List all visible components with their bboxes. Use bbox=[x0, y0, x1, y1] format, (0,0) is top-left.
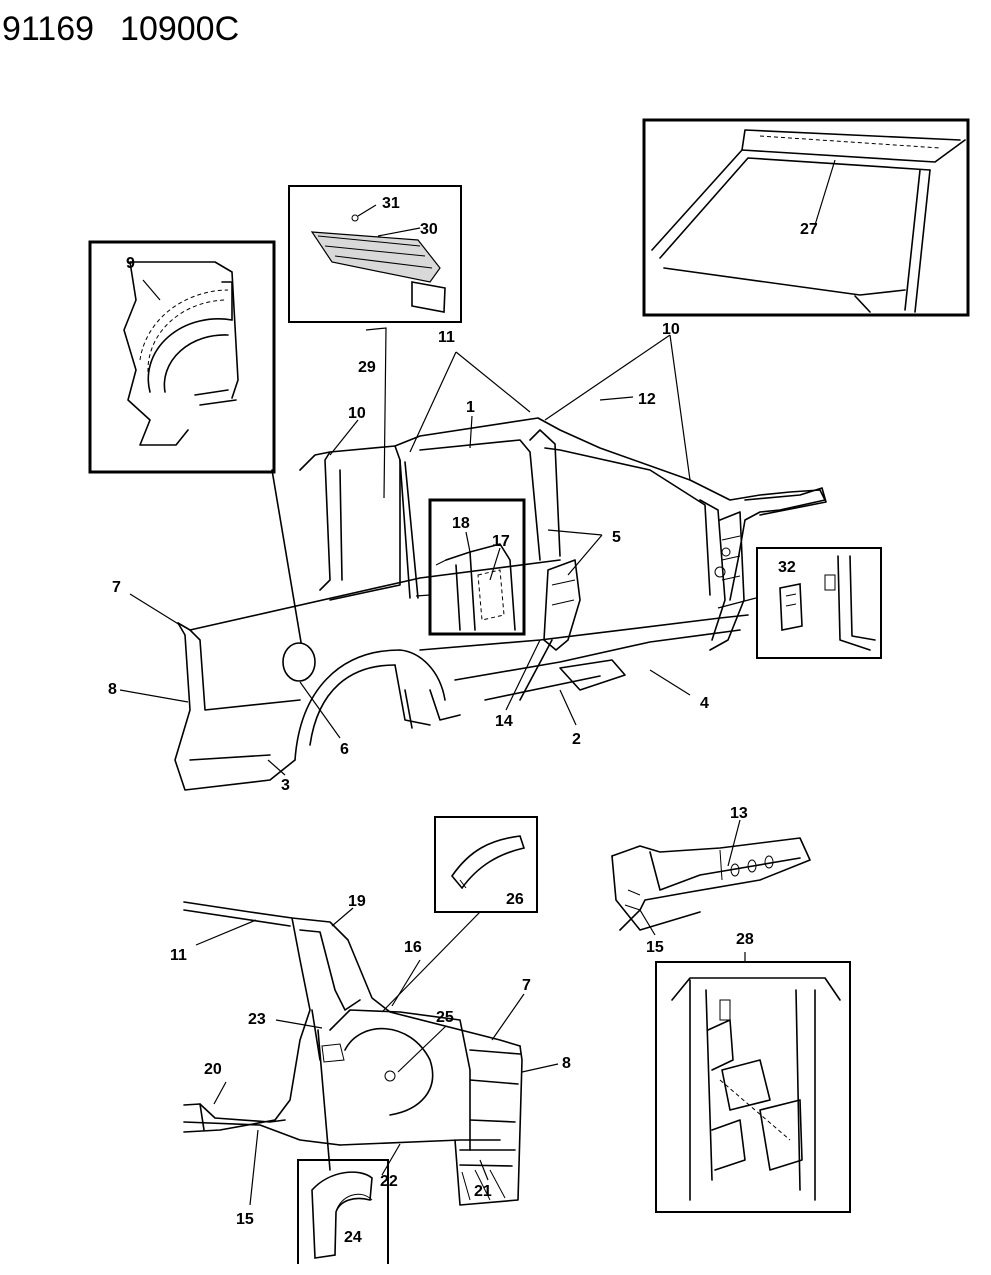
callout-25: 25 bbox=[436, 1009, 454, 1026]
callout-4: 4 bbox=[700, 695, 709, 712]
callout-7-upper: 7 bbox=[112, 579, 121, 596]
callout-20: 20 bbox=[204, 1061, 222, 1078]
callout-28: 28 bbox=[736, 931, 754, 948]
rear-quarter-inner bbox=[183, 901, 523, 1206]
callout-10-left: 10 bbox=[348, 405, 366, 422]
callout-22: 22 bbox=[380, 1173, 398, 1190]
callout-17: 17 bbox=[492, 533, 510, 550]
inset-clip-32 bbox=[756, 547, 882, 659]
callout-24: 24 bbox=[344, 1229, 362, 1246]
callout-23: 23 bbox=[248, 1011, 266, 1028]
leader-lines bbox=[119, 327, 746, 1206]
inset-roof-bracket bbox=[288, 185, 462, 323]
catalog-code: 91169 bbox=[2, 10, 95, 48]
callout-18: 18 bbox=[452, 515, 470, 532]
callout-8-lower: 8 bbox=[562, 1055, 571, 1072]
diagram-header: 91169 10900C bbox=[2, 10, 265, 49]
callout-31: 31 bbox=[382, 195, 400, 212]
callout-6: 6 bbox=[340, 741, 349, 758]
callout-27: 27 bbox=[800, 221, 818, 238]
callout-11-lower: 11 bbox=[170, 947, 187, 964]
callout-9: 9 bbox=[126, 255, 135, 272]
callout-16: 16 bbox=[404, 939, 422, 956]
callout-26: 26 bbox=[506, 891, 524, 908]
callout-7-lower: 7 bbox=[522, 977, 531, 994]
callout-15-lower: 15 bbox=[236, 1211, 254, 1228]
callout-labels: 1 2 3 4 5 6 7 7 8 8 9 10 10 11 11 12 13 … bbox=[108, 195, 818, 1246]
rocker-assembly-13 bbox=[611, 837, 811, 931]
callout-12: 12 bbox=[638, 391, 656, 408]
callout-10-right: 10 bbox=[662, 321, 680, 338]
callout-3: 3 bbox=[281, 777, 290, 794]
callout-19: 19 bbox=[348, 893, 366, 910]
callout-15-upper: 15 bbox=[646, 939, 664, 956]
callout-8-upper: 8 bbox=[108, 681, 117, 698]
figure-code: 10900C bbox=[120, 10, 240, 48]
callout-21: 21 bbox=[474, 1183, 492, 1200]
inset-32-leader bbox=[717, 597, 757, 609]
inset-wheelhouse bbox=[88, 240, 276, 474]
inset-9-leader bbox=[271, 469, 305, 661]
inset-part-26 bbox=[434, 816, 538, 913]
callout-29: 29 bbox=[358, 359, 376, 376]
callout-32: 32 bbox=[778, 559, 796, 576]
callout-30: 30 bbox=[420, 221, 438, 238]
inset-part-24 bbox=[297, 1159, 389, 1264]
callout-5: 5 bbox=[612, 529, 621, 546]
callout-11-upper: 11 bbox=[438, 329, 455, 346]
inset-b-pillar bbox=[428, 498, 526, 636]
callout-13: 13 bbox=[730, 805, 748, 822]
inset-windshield-header bbox=[642, 118, 970, 317]
callout-2: 2 bbox=[572, 731, 581, 748]
inset-b-pillar-leader bbox=[415, 594, 431, 597]
inset-inner-panel-28 bbox=[655, 961, 851, 1213]
callout-14: 14 bbox=[495, 713, 513, 730]
callout-1: 1 bbox=[466, 399, 475, 416]
